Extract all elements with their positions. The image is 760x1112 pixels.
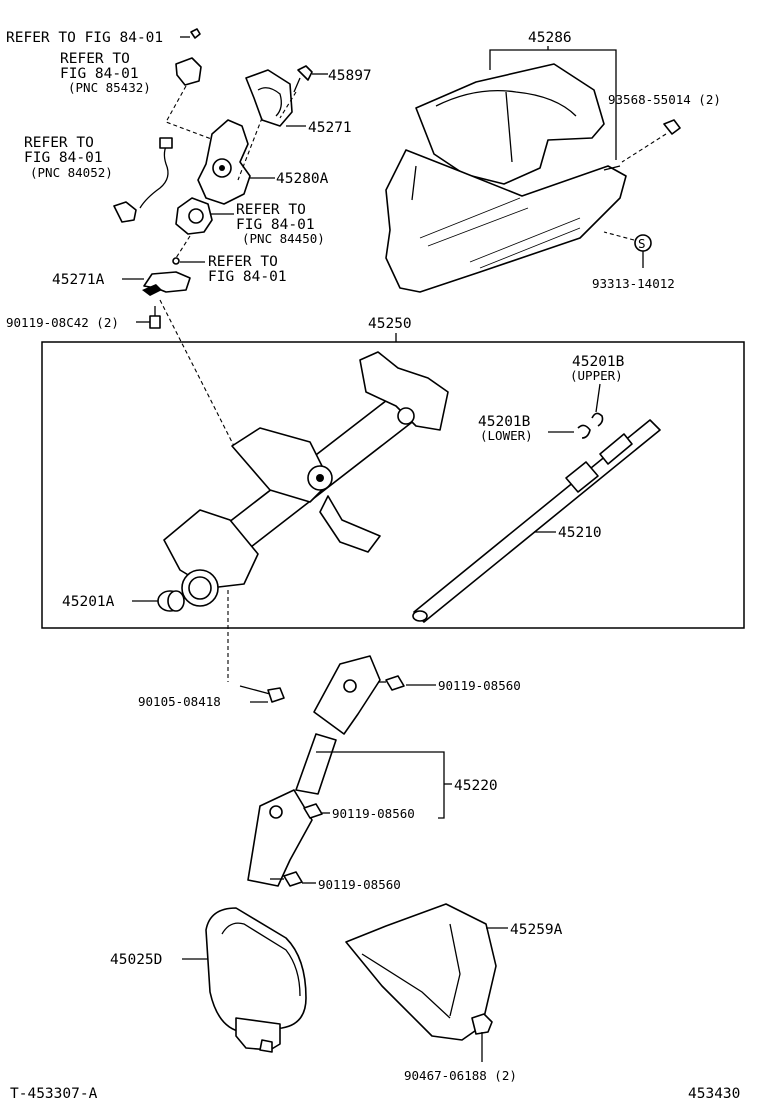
footer-left-code: T-453307-A <box>10 1086 98 1102</box>
label-90119-08560-a: 90119-08560 <box>438 678 521 693</box>
label-refer-84052-c: (PNC 84052) <box>30 165 113 180</box>
label-90119-08c42: 90119-08C42 (2) <box>6 315 119 330</box>
snap-ring-lower-icon <box>577 424 591 439</box>
label-45201b-lower: 45201B <box>478 414 531 430</box>
label-45220: 45220 <box>454 778 498 794</box>
label-45210: 45210 <box>558 525 602 541</box>
u-joint-upper <box>313 655 381 735</box>
label-refer-84052-a: REFER TO <box>24 135 94 151</box>
label-45250: 45250 <box>368 316 412 332</box>
bottom-covers-group: 45025D 45259A 90467-06188 (2) <box>110 903 563 1083</box>
label-refer-mid-a: REFER TO <box>208 254 278 270</box>
sensor-connector-icon <box>175 57 202 86</box>
shaft-45220-middle <box>295 733 337 795</box>
label-45025d: 45025D <box>110 952 162 968</box>
wire-harness-icon <box>139 141 169 209</box>
label-refer-85432-c: (PNC 85432) <box>68 80 151 95</box>
bolt-90119-08560-a-icon <box>385 675 405 691</box>
bracket-45271 <box>245 69 293 127</box>
cover-45259a <box>345 903 497 1041</box>
column-lower-bracket <box>163 509 259 589</box>
column-assembly-box: 45250 45201A 45201B (UPPER) 45201B (LOWE… <box>41 316 745 629</box>
small-pin-icon <box>172 257 180 265</box>
label-90467: 90467-06188 (2) <box>404 1068 517 1083</box>
label-upper-note: (UPPER) <box>570 368 623 383</box>
label-45286: 45286 <box>528 30 572 46</box>
label-93568: 93568-55014 (2) <box>608 92 721 107</box>
bolt-90119-08c42-icon <box>149 315 161 329</box>
label-90119-08560-b: 90119-08560 <box>332 806 415 821</box>
label-s-mark: S <box>638 236 646 251</box>
bolt-90119-08560-b-icon <box>303 803 323 819</box>
wire-connector-bottom-icon <box>113 201 137 223</box>
label-refer-84450-a: REFER TO <box>236 202 306 218</box>
footer-right-code: 453430 <box>688 1086 740 1102</box>
label-45259a: 45259A <box>510 922 563 938</box>
label-refer-84052-b: FIG 84-01 <box>24 150 103 166</box>
label-45271: 45271 <box>308 120 352 136</box>
bolt-90105-icon <box>267 687 285 703</box>
combination-switch-group: REFER TO FIG 84-01 REFER TO FIG 84-01 (P… <box>6 28 372 451</box>
small-clip-icon <box>190 28 201 39</box>
label-45201b-upper: 45201B <box>572 354 625 370</box>
column-cover-group: 45286 93568-55014 (2) S 93313-14012 <box>385 30 721 293</box>
clip-90467-icon <box>471 1013 493 1035</box>
boot-45025d <box>205 907 307 1033</box>
intermediate-shaft-group: 90105-08418 90119-08560 45220 90119-0856… <box>138 590 521 892</box>
u-joint-lower <box>247 789 313 887</box>
snap-ring-upper-icon <box>591 412 604 427</box>
bolt-90119-08560-c-icon <box>283 871 303 887</box>
lower-cover-45286 <box>385 149 627 293</box>
tilt-lever <box>319 495 381 553</box>
tilt-bracket <box>231 427 331 503</box>
label-45201a: 45201A <box>62 594 115 610</box>
screw-93568-icon <box>663 119 681 135</box>
label-90119-08560-c: 90119-08560 <box>318 877 401 892</box>
label-refer-85432-b: FIG 84-01 <box>60 66 139 82</box>
screw-45897-icon <box>297 65 313 81</box>
column-upper-bracket <box>359 351 449 431</box>
label-lower-note: (LOWER) <box>480 428 533 443</box>
label-90105: 90105-08418 <box>138 694 221 709</box>
label-refer-84450-c: (PNC 84450) <box>242 231 325 246</box>
label-refer-85432-a: REFER TO <box>60 51 130 67</box>
label-45271a: 45271A <box>52 272 105 288</box>
assembly-border <box>41 341 745 629</box>
label-45897: 45897 <box>328 68 372 84</box>
label-93313: 93313-14012 <box>592 276 675 291</box>
wire-connector-top-icon <box>159 137 173 149</box>
label-45280a: 45280A <box>276 171 329 187</box>
label-refer-84450-b: FIG 84-01 <box>236 217 315 233</box>
label-refer-fig-top: REFER TO FIG 84-01 <box>6 30 163 46</box>
label-refer-mid-b: FIG 84-01 <box>208 269 287 285</box>
